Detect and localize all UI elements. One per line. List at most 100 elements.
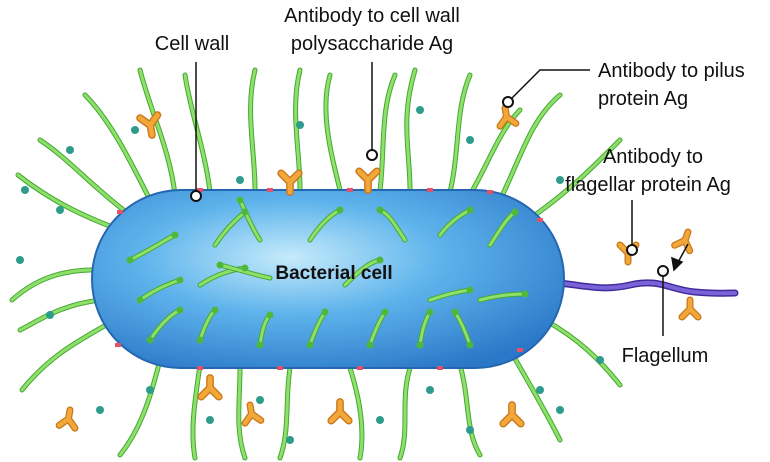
pilus-icon	[82, 92, 153, 203]
leader-lines	[195, 62, 689, 336]
pilus-tip	[416, 341, 424, 349]
pilus-icon	[457, 362, 483, 458]
pilus-tip	[376, 206, 384, 214]
label-ab-cell-wall-line2: polysaccharide Ag	[291, 33, 453, 55]
cell-wall-mark	[197, 188, 203, 192]
cell-wall-mark	[487, 190, 493, 194]
pilus-tip	[176, 306, 184, 314]
antigen-dot	[66, 146, 74, 154]
pilus-tip	[171, 231, 179, 239]
antigen-dot	[56, 206, 64, 214]
pilus-tip	[126, 256, 134, 264]
pilus-icon	[507, 347, 563, 443]
cell-wall-mark	[427, 188, 433, 192]
pilus-icon	[117, 357, 163, 458]
antigen-dot	[416, 106, 424, 114]
pilus-icon	[37, 137, 133, 218]
antibody-icon	[331, 402, 349, 421]
pilus-icon	[427, 287, 473, 303]
arrowhead-flagellum	[671, 256, 684, 272]
antigen-dot	[286, 436, 294, 444]
pilus-icon	[182, 72, 213, 195]
pilus-tip	[136, 296, 144, 304]
leader-dot-icon	[626, 244, 638, 256]
antibody-icon	[201, 378, 219, 397]
pilus-icon	[542, 317, 623, 388]
leader-dot-icon	[366, 149, 378, 161]
pilus-tip	[146, 336, 154, 344]
leader-dot-icon	[190, 190, 202, 202]
pilus-tip	[366, 341, 374, 349]
pilus-icon	[397, 365, 413, 461]
antibody-icon	[59, 409, 78, 429]
pilus-icon	[17, 297, 103, 333]
pilus-icon	[447, 72, 473, 195]
antigen-dot	[556, 176, 564, 184]
pilus-icon	[347, 365, 365, 461]
pilus-icon	[377, 72, 398, 193]
cell-wall-mark	[347, 188, 353, 192]
antigen-dot	[236, 176, 244, 184]
cell-wall-mark	[117, 210, 123, 214]
pilus-tip	[211, 306, 219, 314]
antibody-icon	[242, 404, 261, 424]
pili-on-cell	[126, 196, 529, 349]
pilus-icon	[497, 92, 563, 203]
cell-wall-mark	[115, 343, 121, 347]
antigen-dot	[536, 386, 544, 394]
antibody-icon	[503, 405, 521, 424]
pilus-tip	[216, 261, 224, 269]
leader-dots	[190, 96, 669, 277]
cell-wall-mark	[537, 218, 543, 222]
label-ab-flagellar-line1: Antibody to	[603, 146, 703, 168]
pilus-tip	[466, 341, 474, 349]
pilus-tip	[466, 286, 474, 294]
antigen-dot	[96, 406, 104, 414]
pilus-icon	[323, 72, 343, 193]
antigen-dot	[146, 386, 154, 394]
pilus-tip	[511, 208, 519, 216]
pilus-icon	[190, 362, 203, 461]
pilus-tip	[426, 308, 434, 316]
antigen-dots	[16, 106, 604, 444]
label-cell-wall: Cell wall	[155, 33, 229, 55]
leader-dot-icon	[502, 96, 514, 108]
antigen-dot	[206, 416, 214, 424]
pilus-icon	[477, 291, 528, 303]
label-ab-cell-wall-line1: Antibody to cell wall	[284, 5, 460, 27]
label-flagellum: Flagellum	[622, 345, 709, 367]
pilus-tip	[321, 308, 329, 316]
cell-wall-mark	[267, 188, 273, 192]
antigen-dot	[16, 256, 24, 264]
pilus-tip	[241, 208, 249, 216]
cell-wall-mark	[357, 366, 363, 370]
pilus-tip	[256, 341, 264, 349]
pilus-tip	[451, 308, 459, 316]
pilus-icon	[217, 262, 273, 281]
cell-wall-markers	[115, 188, 543, 370]
antigen-dot	[596, 356, 604, 364]
cell-wall-mark	[277, 366, 283, 370]
antibody-icon	[675, 229, 696, 250]
bacterial-cell-body	[91, 189, 565, 369]
pilus-tip	[306, 341, 314, 349]
antibody-icon	[359, 171, 377, 190]
antigen-dot	[466, 426, 474, 434]
pilus-icon	[532, 137, 623, 218]
pilus-tip	[196, 336, 204, 344]
antigen-dot	[46, 311, 54, 319]
flagellum-icon	[544, 278, 739, 297]
antigen-dot	[256, 396, 264, 404]
antigen-dot	[426, 386, 434, 394]
pilus-icon	[248, 67, 258, 193]
pilus-tip	[336, 206, 344, 214]
antigen-dot	[21, 186, 29, 194]
pilus-icon	[236, 365, 248, 461]
antigen-dot	[466, 136, 474, 144]
antibody-icon	[682, 300, 698, 317]
pilus-tip	[266, 311, 274, 319]
cell-wall-mark	[197, 366, 203, 370]
pilus-icon	[19, 317, 118, 393]
pilus-tip	[466, 206, 474, 214]
